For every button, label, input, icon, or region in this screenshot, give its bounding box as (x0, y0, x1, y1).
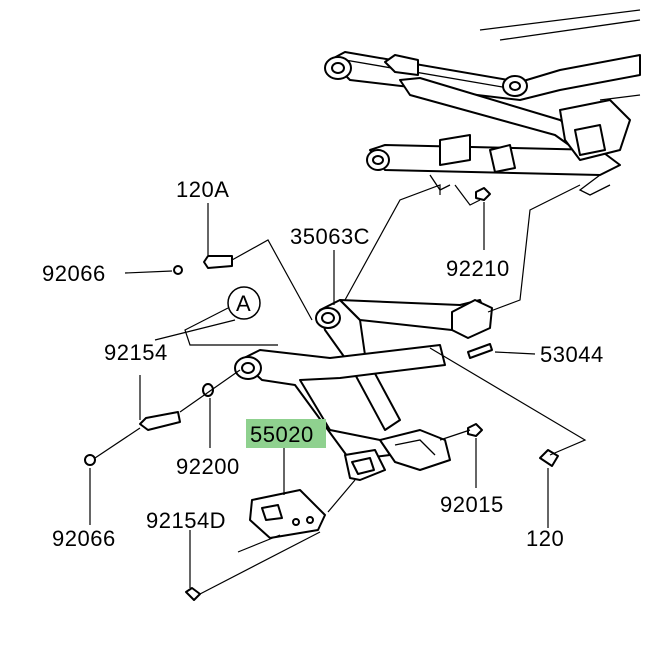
label-A: A (236, 291, 251, 316)
label-92154[interactable]: 92154 (104, 340, 168, 365)
stand-plate-illustration (249, 489, 326, 539)
main-stand-illustration (234, 299, 493, 481)
callout-a-circle (227, 286, 261, 320)
label-92015[interactable]: 92015 (440, 492, 504, 517)
fasteners-illustration (84, 187, 559, 601)
label-92066-top[interactable]: 92066 (42, 261, 106, 286)
highlight-55020 (246, 419, 326, 448)
label-120A[interactable]: 120A (176, 177, 229, 202)
label-120[interactable]: 120 (526, 526, 564, 551)
label-53044[interactable]: 53044 (540, 342, 604, 367)
label-55020[interactable]: 55020 (250, 422, 314, 447)
label-92210[interactable]: 92210 (446, 256, 510, 281)
label-35063C[interactable]: 35063C (290, 224, 370, 249)
label-92200[interactable]: 92200 (176, 454, 240, 479)
leader-lines (89, 184, 587, 595)
label-92154D[interactable]: 92154D (146, 508, 226, 533)
upper-frame-illustration (324, 9, 641, 196)
label-92066-bottom[interactable]: 92066 (52, 526, 116, 551)
